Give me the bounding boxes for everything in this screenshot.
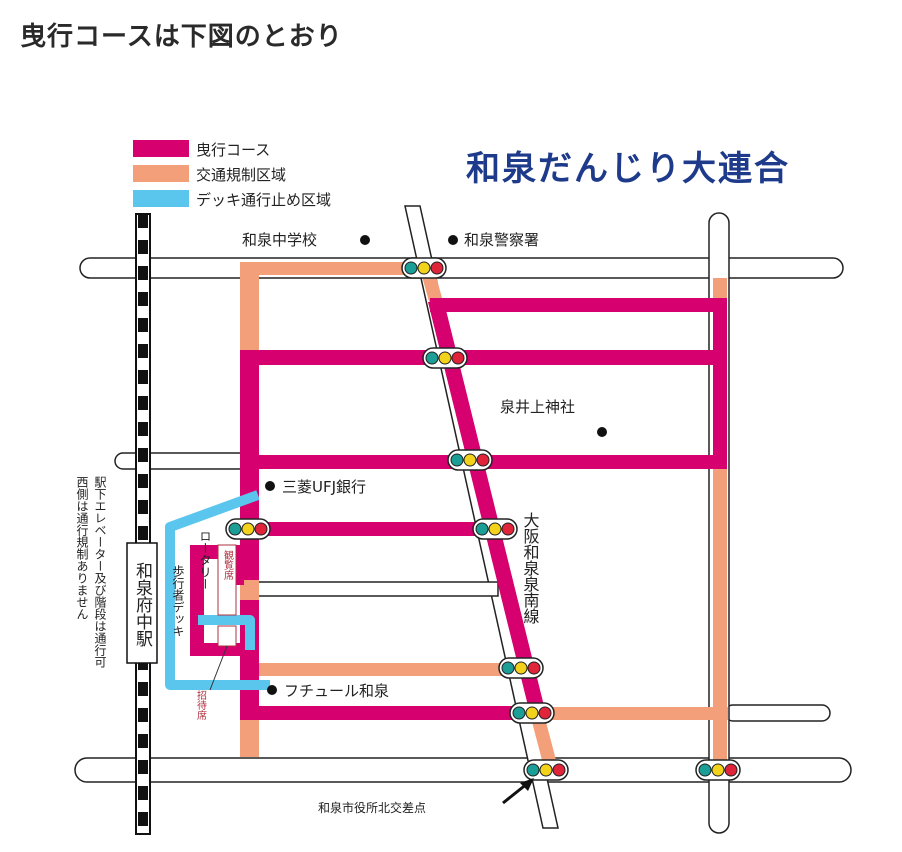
traffic-light: [472, 518, 518, 540]
viewing-seats-box: [217, 544, 237, 616]
label-pedestrian-deck: 歩行者デッキ: [171, 564, 185, 637]
railway: [135, 213, 151, 835]
traffic-light: [523, 759, 569, 781]
label-guest-seats: 招待席: [195, 689, 207, 721]
traffic-light: [401, 257, 447, 279]
traffic-light: [225, 518, 271, 540]
traffic-light: [447, 449, 493, 471]
station-box: [126, 542, 158, 664]
label-futur: フチュール和泉: [284, 682, 389, 700]
label-junior-high: 和泉中学校: [242, 231, 317, 249]
label-station: 和泉府中駅: [132, 562, 153, 647]
traffic-light: [695, 759, 741, 781]
legend-swatch-deck: [133, 190, 189, 207]
page-title: 曳行コースは下図のとおり: [20, 22, 343, 52]
map-title: 和泉だんじり大連合: [466, 149, 790, 189]
legend-swatch-restricted: [133, 165, 189, 182]
road-bottom: [74, 757, 852, 783]
legend-label-restricted: 交通規制区域: [196, 166, 286, 184]
road-right-stub: [724, 704, 831, 722]
pedestrian-deck: [165, 490, 270, 690]
label-station-note: 駅下エレベーター及び階段は通行可: [93, 476, 107, 668]
legend-swatch-course: [133, 140, 189, 157]
label-shrine: 泉井上神社: [500, 398, 575, 416]
label-police: 和泉警察署: [464, 231, 539, 249]
road-inner-1: [257, 581, 499, 597]
label-rotary: ロータリー: [198, 530, 212, 590]
traffic-light: [498, 657, 544, 679]
label-road-name: 大阪和泉泉南線: [521, 512, 540, 624]
label-intersection: 和泉市役所北交差点: [318, 800, 426, 815]
road-mid-left: [114, 452, 248, 470]
legend-label-course: 曳行コース: [196, 141, 270, 159]
traffic-light: [509, 702, 555, 724]
legend: 曳行コース 交通規制区域 デッキ通行止め区域: [133, 140, 331, 209]
landmark-dots: [265, 235, 607, 695]
label-viewing-seats: 観覧席: [222, 549, 234, 581]
label-bank: 三菱UFJ銀行: [282, 478, 366, 496]
traffic-light: [422, 347, 468, 369]
intersection-arrow: [502, 778, 534, 805]
guest-seats-box: [217, 625, 237, 647]
traffic-lights: [225, 257, 741, 781]
label-west-side-note: 西側は通行規制ありません: [75, 476, 89, 620]
legend-label-deck: デッキ通行止め区域: [196, 191, 331, 209]
